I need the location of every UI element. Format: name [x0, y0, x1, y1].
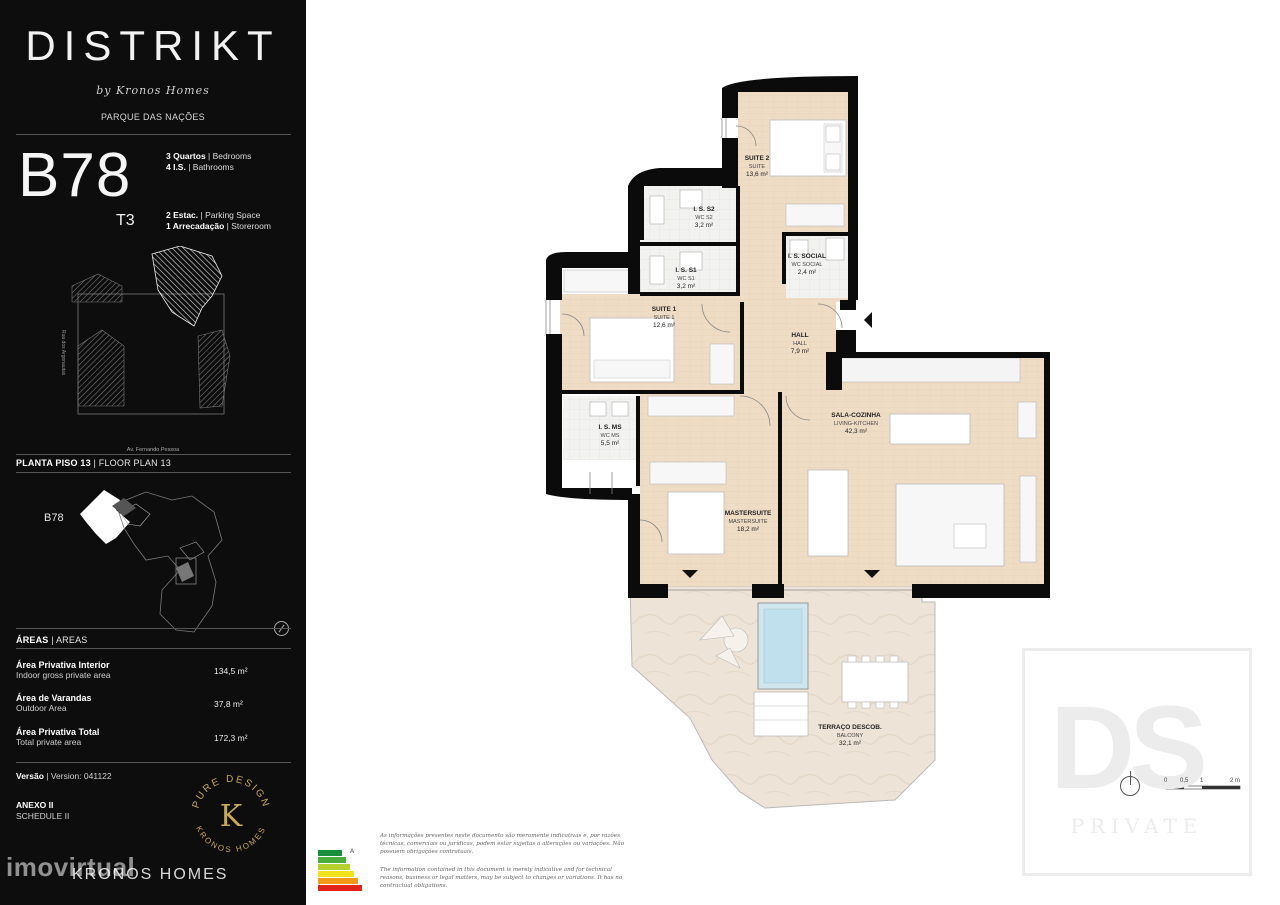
info-panel: DISTRIKT by Kronos Homes PARQUE DAS NAÇÕ…	[0, 0, 306, 905]
area-row-interior: Área Privativa Interior Indoor gross pri…	[16, 660, 248, 680]
unit-bathrooms: 4 I.S. | Bathrooms	[166, 162, 234, 172]
scale-bar	[1165, 785, 1241, 790]
ds-logo-letters: DS	[1050, 682, 1208, 814]
divider	[16, 648, 291, 649]
view-arrow-icon	[682, 570, 698, 578]
apartment-floor-plan	[545, 76, 1241, 809]
version: Versão | Version: 041122	[16, 771, 112, 781]
area-row-total: Área Privativa Total Total private area …	[16, 727, 248, 747]
ds-private-logo	[1022, 648, 1252, 876]
unit-type: T3	[116, 212, 135, 229]
svg-text:K: K	[220, 799, 243, 834]
divider	[16, 134, 291, 135]
scale-label: 1	[1200, 778, 1204, 784]
scale-label: 2 m	[1230, 778, 1241, 784]
energy-rating-label: A	[350, 849, 355, 855]
unit-id: B78	[18, 141, 132, 210]
watermark: imovirtual	[6, 852, 136, 882]
divider	[16, 472, 291, 473]
entrance-arrow-icon	[864, 312, 872, 328]
unit-storage: 1 Arrecadação | Storeroom	[166, 221, 271, 231]
divider	[16, 454, 291, 455]
divider	[16, 628, 291, 629]
brand-byline: by Kronos Homes	[96, 84, 210, 97]
site-road-side: Rua dos Argonautas	[60, 330, 66, 376]
areas-label: ÁREAS | AREAS	[16, 635, 88, 645]
footer-brand: KRONOS HOMES	[72, 866, 229, 883]
divider	[16, 762, 291, 763]
compass-icon	[1120, 771, 1140, 796]
pure-design-seal: PURE DESIGN KRONOS HOMES K	[191, 774, 270, 854]
disclaimer-en: The information contained in this docume…	[380, 867, 623, 889]
scale-label: 0	[1164, 778, 1168, 784]
keyplan	[80, 490, 223, 633]
brand-logo: DISTRIKT	[25, 22, 281, 69]
unit-bedrooms: 3 Quartos | Bedrooms	[166, 151, 252, 161]
disclaimer-pt: As informações presentes neste documento…	[380, 833, 625, 855]
floor-plan-label: PLANTA PISO 13 | FLOOR PLAN 13	[16, 458, 171, 468]
annex: ANEXO II SCHEDULE II	[16, 800, 70, 821]
site-plan	[71, 246, 231, 415]
view-arrow-icon	[864, 570, 880, 578]
keyplan-unit-tag: B78	[44, 512, 64, 524]
energy-rating-chart	[318, 850, 362, 892]
unit-parking: 2 Estac. | Parking Space	[166, 210, 261, 220]
site-road-bottom: Av. Fernando Pessoa	[126, 447, 180, 453]
ds-logo-word: PRIVATE	[1070, 814, 1204, 838]
area-row-balconies: Área de Varandas Outdoor Area 37,8 m²	[16, 693, 243, 713]
brand-location: PARQUE DAS NAÇÕES	[101, 112, 205, 122]
scale-label: 0,5	[1180, 778, 1189, 784]
